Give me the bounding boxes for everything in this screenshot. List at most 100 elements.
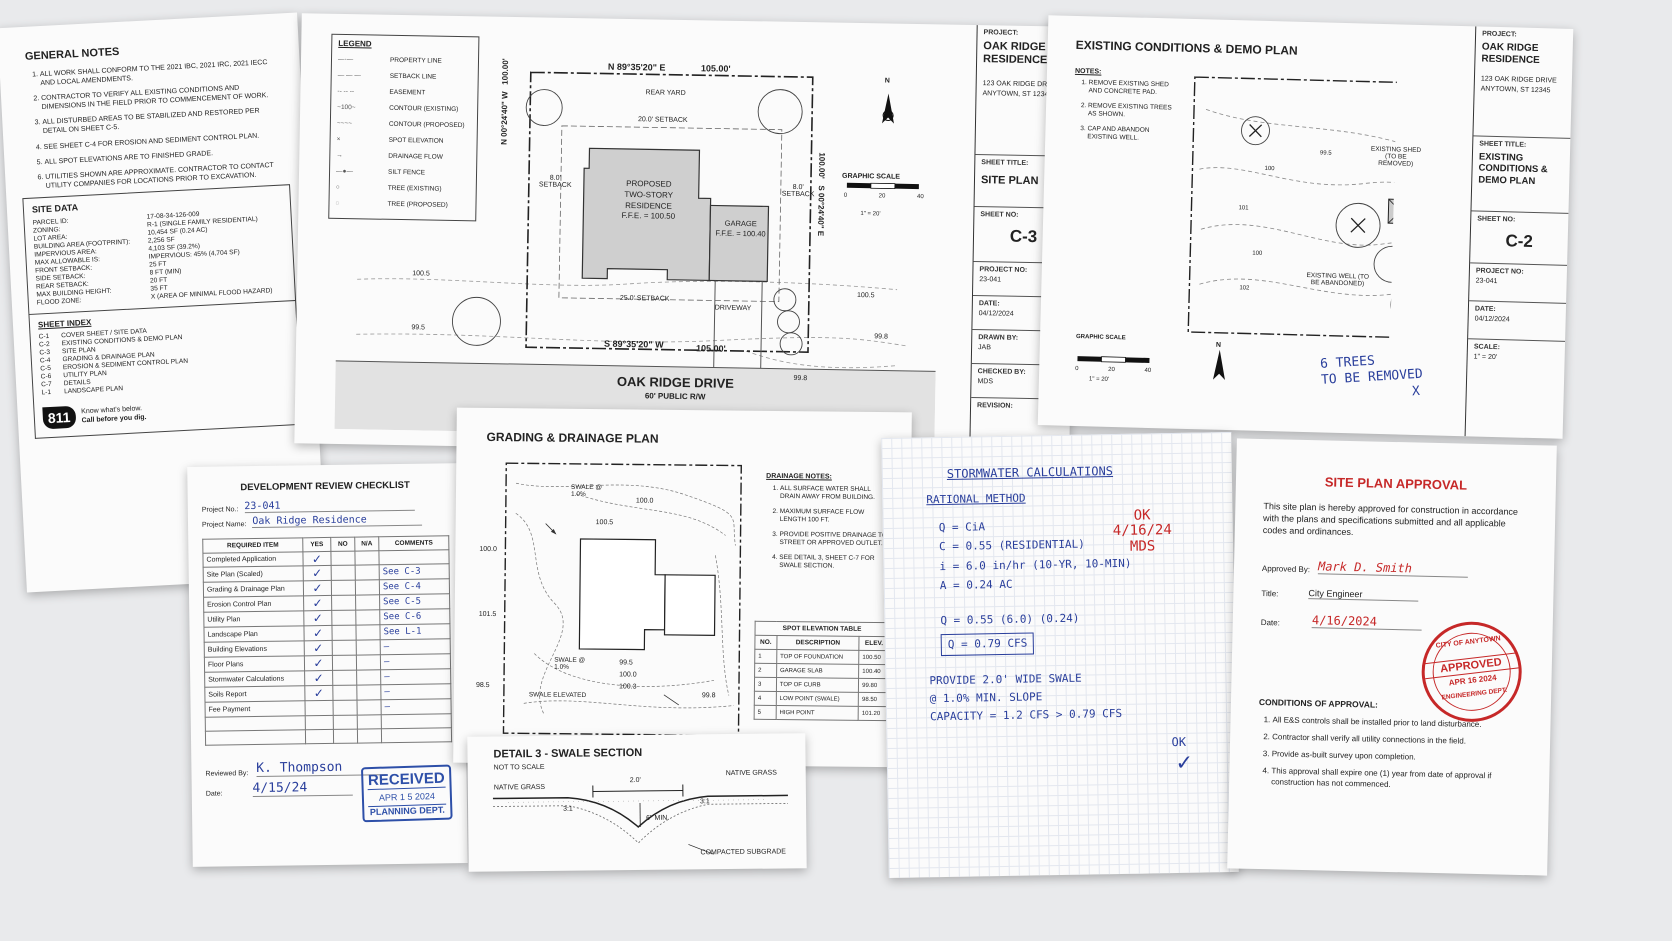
ok-date: 4/16/24 — [1112, 522, 1172, 540]
no-cell[interactable] — [332, 685, 357, 701]
no-cell[interactable] — [332, 640, 357, 656]
na-cell[interactable] — [355, 609, 380, 626]
na-cell[interactable] — [355, 594, 380, 611]
na-cell[interactable] — [355, 564, 380, 581]
na-cell[interactable] — [355, 624, 381, 641]
col-header: REQUIRED ITEM — [202, 537, 303, 554]
front-setback-label: 25.0' SETBACK — [619, 294, 670, 303]
check-icon[interactable]: ✓ — [304, 640, 333, 656]
project-no-value: 23-041 — [244, 498, 415, 514]
elev-label: 100.5 — [412, 270, 430, 278]
house-label: PROPOSED TWO-STORY RESIDENCE F.F.E. = 10… — [603, 179, 694, 224]
checklist-item: Building Elevations — [204, 640, 305, 658]
col-header: YES — [302, 537, 331, 552]
scale-tick: 40 — [916, 194, 924, 201]
no-cell[interactable] — [332, 700, 358, 716]
no-cell[interactable] — [331, 565, 356, 581]
check-icon[interactable]: ✓ — [303, 565, 332, 581]
check-icon[interactable]: ✓ — [304, 670, 333, 686]
north-arrow-icon — [1212, 349, 1225, 380]
empty-cell — [333, 715, 358, 730]
approved-signature: Mark D. Smith — [1317, 559, 1469, 579]
check-icon[interactable]: ✓ — [303, 610, 332, 626]
checklist-item: Fee Payment — [205, 700, 306, 718]
slope-right: 3:1 — [699, 798, 710, 806]
site-plan-approval-sheet: SITE PLAN APPROVAL This site plan is her… — [1227, 438, 1557, 876]
general-notes-list: ALL WORK SHALL CONFORM TO THE 2021 IBC, … — [26, 58, 284, 192]
calc-line: CAPACITY = 1.2 CFS > 0.79 CFS — [929, 706, 1123, 724]
contour-label: 100 — [1264, 165, 1275, 173]
tb-title-value: EXISTING CONDITIONS & DEMO PLAN — [1478, 151, 1548, 187]
spot-cell: TOP OF FOUNDATION — [776, 649, 860, 665]
checklist-comment: See C-3 — [379, 563, 450, 580]
no-cell[interactable] — [332, 655, 357, 671]
empty-cell — [305, 715, 334, 730]
checklist-empty-row — [205, 727, 452, 746]
na-cell[interactable] — [356, 684, 381, 701]
checklist-item: Floor Plans — [204, 655, 305, 673]
na-cell[interactable] — [356, 699, 382, 716]
condition-item: This approval shall expire one (1) year … — [1271, 766, 1521, 793]
call-811-logo: 811 Know what's below. Call before you d… — [42, 394, 293, 430]
empty-cell — [381, 727, 452, 743]
elev-label: 99.5 — [411, 324, 426, 332]
no-cell[interactable] — [332, 670, 357, 686]
check-icon[interactable]: ✓ — [303, 580, 332, 596]
existing-conditions-sheet: EXISTING CONDITIONS & DEMO PLAN NOTES: R… — [1037, 15, 1574, 439]
calc-result-box: Q = 0.79 CFS — [940, 632, 1035, 656]
na-cell[interactable] — [356, 669, 381, 686]
title-block: PROJECT: OAK RIDGE RESIDENCE 123 OAK RID… — [1464, 26, 1574, 439]
scale-tick: 0 — [843, 192, 848, 199]
shed-label: EXISTING SHED (TO BE REMOVED) — [1370, 145, 1422, 168]
bearing-top: N 89°35'20" E — [607, 61, 666, 73]
checklist-comment: — — [380, 698, 452, 715]
no-cell[interactable] — [331, 610, 356, 626]
checklist-item: Utility Plan — [203, 610, 304, 628]
checklist-comment: See C-4 — [379, 578, 450, 595]
tb-address-1: 123 OAK RIDGE DRIVE — [1480, 75, 1557, 85]
grade-elev: 99.5 — [619, 659, 633, 667]
no-cell[interactable] — [331, 580, 356, 596]
check-icon[interactable]: ✓ — [303, 625, 333, 641]
scale-bar — [846, 182, 919, 190]
spot-table-title: SPOT ELEVATION TABLE — [755, 621, 890, 637]
ok-initials: MDS — [1129, 538, 1156, 555]
no-cell[interactable] — [331, 595, 356, 611]
na-cell[interactable] — [355, 579, 380, 596]
check-icon[interactable]: ✓ — [304, 655, 333, 671]
checklist-item: Stormwater Calculations — [204, 670, 305, 688]
check-icon[interactable]: ✓ — [302, 551, 332, 566]
drainage-note: PROVIDE POSITIVE DRAINAGE TO STREET OR A… — [779, 531, 890, 549]
tb-scale-value: 1" = 20' — [1473, 353, 1498, 362]
check-icon[interactable]: ✓ — [303, 595, 332, 611]
check-icon[interactable] — [304, 700, 334, 716]
scale-ratio: 1" = 20' — [860, 211, 881, 218]
grass-right: NATIVE GRASS — [725, 769, 777, 778]
well-label: EXISTING WELL (TO BE ABANDONED) — [1306, 272, 1370, 288]
storm-calc: Q = CiA C = 0.55 (RESIDENTIAL) i = 6.0 i… — [939, 513, 1215, 656]
title-label: Title: — [1261, 589, 1279, 599]
dist-bottom: 105.00' — [695, 343, 726, 354]
tb-projno-value: 23-041 — [1475, 277, 1498, 286]
swale-label: SWALE @ 1.0% — [554, 656, 586, 671]
project-no-label: Project No.: — [201, 506, 239, 514]
check-icon[interactable]: ✓ — [304, 685, 333, 701]
grade-elev: 101.5 — [478, 610, 497, 619]
na-cell[interactable] — [356, 639, 381, 656]
swale-depth: 6" MIN. — [646, 814, 670, 822]
approval-title: SITE PLAN APPROVAL — [1324, 474, 1468, 493]
na-cell[interactable] — [354, 550, 380, 566]
calc-line: A = 0.24 AC — [939, 577, 1013, 592]
bearing-right: 100.00' S 00°24'40" E — [816, 152, 826, 236]
checklist-comment: — — [380, 668, 451, 685]
no-cell[interactable] — [330, 551, 356, 566]
no-cell[interactable] — [331, 625, 357, 641]
left-setback: 8.0'SETBACK — [539, 174, 572, 189]
date-value: 4/16/2024 — [1311, 613, 1423, 632]
na-cell[interactable] — [356, 654, 381, 671]
